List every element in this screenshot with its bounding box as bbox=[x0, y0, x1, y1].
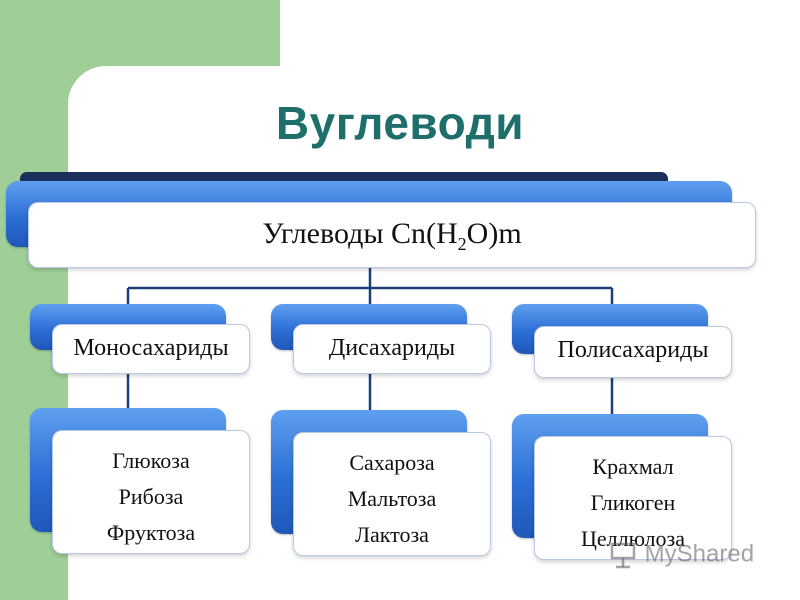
category-label-poly: Полисахариды bbox=[557, 337, 709, 363]
category-label-mono: Моносахариды bbox=[73, 335, 229, 361]
watermark-text: MyShared bbox=[644, 540, 755, 568]
list-item: Лактоза bbox=[355, 522, 429, 547]
items-node-poly: Крахмал Гликоген Целлюлоза bbox=[534, 436, 732, 560]
root-node: Углеводы Cn(H2O)m bbox=[28, 202, 756, 268]
root-label-main: Углеводы Cn(H bbox=[262, 217, 458, 250]
presentation-board-icon bbox=[610, 542, 636, 569]
root-label: Углеводы Cn(H2O)m bbox=[29, 217, 755, 255]
items-list-mono: Глюкоза Рибоза Фруктоза bbox=[53, 443, 249, 551]
list-item: Крахмал bbox=[592, 454, 674, 479]
root-label-end: O)m bbox=[466, 217, 522, 250]
category-node-mono: Моносахариды bbox=[52, 324, 250, 374]
slide-title: Вуглеводи bbox=[275, 97, 525, 149]
category-label-di: Дисахариды bbox=[328, 335, 456, 361]
category-node-di: Дисахариды bbox=[293, 324, 491, 374]
list-item: Рибоза bbox=[118, 484, 184, 509]
category-node-poly: Полисахариды bbox=[534, 326, 732, 378]
items-node-di: Сахароза Мальтоза Лактоза bbox=[293, 432, 491, 556]
items-list-poly: Крахмал Гликоген Целлюлоза bbox=[535, 449, 731, 557]
list-item: Глюкоза bbox=[112, 448, 190, 473]
list-item: Гликоген bbox=[590, 490, 676, 515]
items-node-mono: Глюкоза Рибоза Фруктоза bbox=[52, 430, 250, 554]
list-item: Сахароза bbox=[349, 450, 435, 475]
root-label-subscript: 2 bbox=[457, 234, 467, 254]
items-list-di: Сахароза Мальтоза Лактоза bbox=[294, 445, 490, 553]
list-item: Мальтоза bbox=[347, 486, 437, 511]
watermark: MyShared bbox=[608, 540, 754, 570]
list-item: Фруктоза bbox=[106, 520, 196, 545]
